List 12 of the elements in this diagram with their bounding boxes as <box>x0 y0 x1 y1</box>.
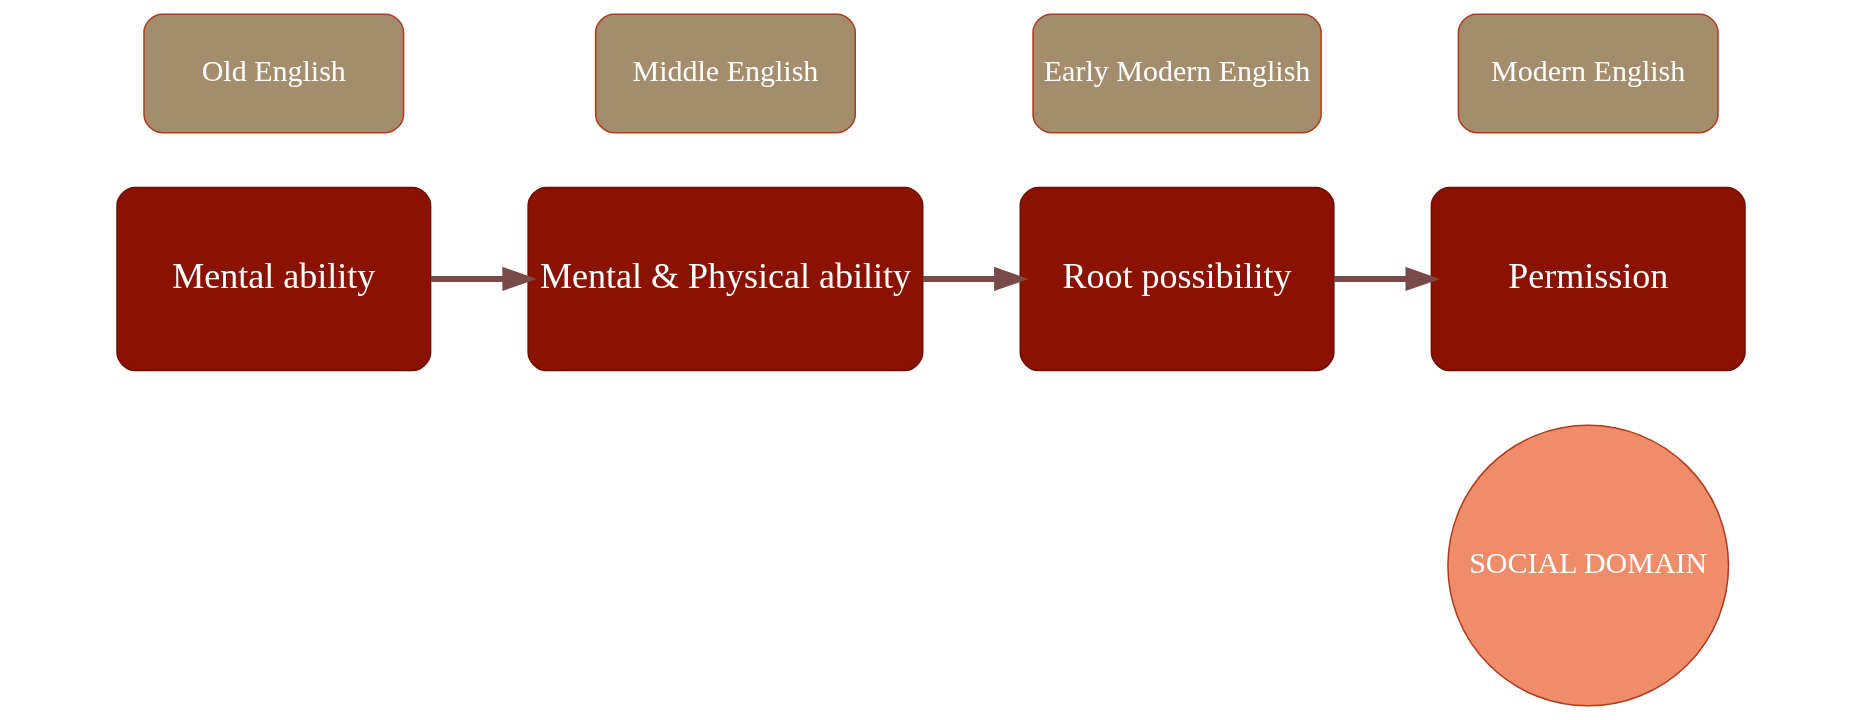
node-box: Mental ability <box>116 186 432 372</box>
arrow <box>1334 266 1441 292</box>
node-box: Modern English <box>1457 13 1719 134</box>
node-box: Permission <box>1430 186 1746 372</box>
arrow <box>430 266 537 292</box>
node-box: Root possibility <box>1019 186 1335 372</box>
node-circle: SOCIAL DOMAIN <box>1447 424 1730 707</box>
arrow <box>923 266 1029 292</box>
node-box: Middle English <box>594 13 856 134</box>
node-box: Early Modern English <box>1032 13 1322 134</box>
node-box: Old English <box>143 13 405 134</box>
node-box: Mental & Physical ability <box>527 186 924 372</box>
